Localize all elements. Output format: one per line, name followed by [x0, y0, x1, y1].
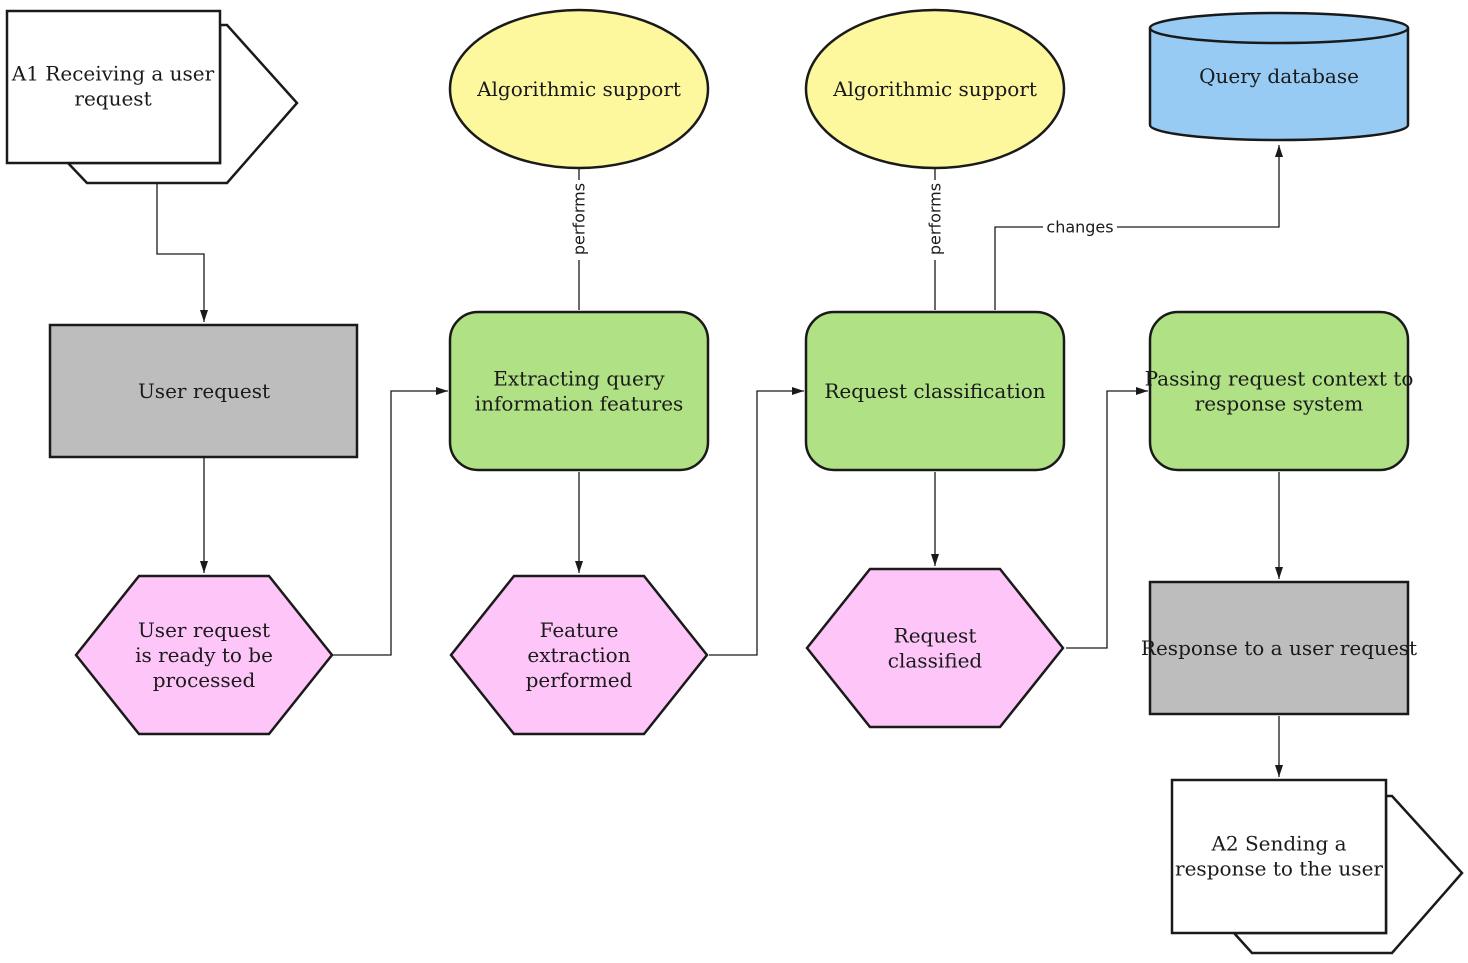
database-query-label: Query database: [1199, 64, 1359, 88]
label-line: response to the user: [1175, 857, 1383, 881]
label-line: processed: [153, 668, 256, 692]
edge-label-changes: changes: [1046, 218, 1113, 237]
interface-a2-box: [1170, 778, 1388, 935]
event-request-ready-shape: [74, 574, 334, 736]
label-line: request: [74, 87, 151, 111]
label-line: is ready to be: [135, 643, 273, 667]
database-query-rim: [1148, 27, 1410, 45]
interface-a1-box: [5, 9, 222, 165]
process-passing-context-box: [1148, 310, 1410, 472]
process-extracting-features-box: [448, 310, 710, 472]
label-line: User request: [138, 618, 270, 642]
support-algorithmic-2-ellipse: [804, 8, 1066, 170]
label-line: Query database: [1199, 64, 1359, 88]
label-line: A1 Receiving a user: [11, 62, 215, 86]
label-line: Request: [894, 624, 977, 648]
process-request-classification-box: [804, 310, 1066, 472]
event-request-classified-shape: [805, 567, 1065, 729]
label-line: Extracting query: [493, 367, 665, 391]
label-line: information features: [475, 392, 684, 416]
label-line: response system: [1195, 392, 1364, 416]
support-algorithmic-1[interactable]: Algorithmic support: [448, 8, 710, 170]
label-line: User request: [138, 379, 270, 403]
edges: [156, 145, 1283, 777]
support-algorithmic-2-label: Algorithmic support: [832, 77, 1037, 101]
label-line: extraction: [527, 643, 630, 667]
label-line: A2 Sending a: [1210, 832, 1346, 856]
edge-a1-to-user-request: [156, 183, 208, 322]
label-line: Passing request context to: [1145, 367, 1414, 391]
edge-ready-to-extracting: [333, 387, 448, 656]
data-response[interactable]: Response to a user request: [1141, 580, 1417, 716]
process-request-classification[interactable]: Request classification: [804, 310, 1066, 472]
support-algorithmic-1-label: Algorithmic support: [476, 77, 681, 101]
label-line: Algorithmic support: [476, 77, 681, 101]
label-line: Request classification: [824, 379, 1045, 403]
label-line: classified: [888, 649, 983, 673]
data-response-label: Response to a user request: [1141, 636, 1417, 660]
data-user-request-label: User request: [138, 379, 270, 403]
edge-label-performs-1: performs: [570, 183, 589, 255]
database-query-cylinder: [1148, 11, 1410, 142]
edge-classified-to-passing: [1066, 387, 1148, 649]
database-query[interactable]: Query database: [1148, 11, 1410, 142]
label-line: Algorithmic support: [832, 77, 1037, 101]
process-request-classification-label: Request classification: [824, 379, 1045, 403]
label-line: Response to a user request: [1141, 636, 1417, 660]
edge-labels: performs performs changes: [570, 180, 1117, 260]
edge-label-performs-2: performs: [926, 183, 945, 255]
edge-classification-to-database: [994, 145, 1283, 310]
support-algorithmic-1-ellipse: [448, 8, 710, 170]
label-line: performed: [526, 668, 633, 692]
event-feature-extraction-shape: [449, 574, 709, 736]
data-user-request[interactable]: User request: [48, 323, 359, 459]
support-algorithmic-2[interactable]: Algorithmic support: [804, 8, 1066, 170]
data-response-box: [1148, 580, 1410, 716]
edge-feature-done-to-classification: [709, 387, 804, 656]
label-line: Feature: [540, 618, 619, 642]
data-user-request-box: [48, 323, 359, 459]
